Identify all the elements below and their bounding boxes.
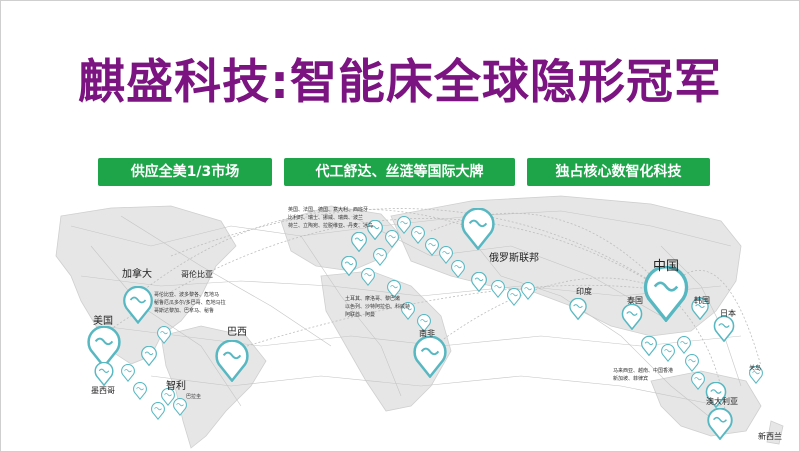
- slide-title: 麒盛科技:智能床全球隐形冠军: [78, 55, 722, 110]
- label-canada: 加拿大: [122, 269, 152, 280]
- label-russia: 俄罗斯联邦: [489, 253, 539, 264]
- label-china: 中国: [653, 259, 680, 274]
- asia-country-list: 马来西亚、越南、中国香港 新加坡、菲律宾: [613, 367, 673, 383]
- badge-core-tech: 独占核心数智化科技: [527, 158, 710, 186]
- label-korea: 韩国: [694, 296, 710, 305]
- asia-shape: [390, 195, 742, 337]
- europe-list-line: 荷兰、立陶宛、拉脱维亚、丹麦、冰岛: [288, 223, 374, 229]
- pin-russia-3: [491, 280, 505, 298]
- label-south-africa: 南非: [419, 329, 435, 338]
- middle-east-list-line: 土耳其、摩洛哥、黎巴嫩: [345, 296, 401, 302]
- americas-list-line: 秘鲁厄瓜多尔/多巴哥、危地马拉: [154, 300, 226, 306]
- pin-mexico: [94, 362, 114, 386]
- label-japan: 日本: [720, 309, 736, 318]
- pin-russia-4: [507, 288, 521, 306]
- pin-asia-2: [661, 344, 675, 362]
- middle-east-list-line: 阿联酋、阿曼: [345, 312, 376, 318]
- middle-east-list-line: 以色列、沙特阿拉伯、科威特: [345, 304, 411, 310]
- americas-list-line: 哥斯达黎加、巴拿马、秘鲁: [154, 308, 215, 314]
- pin-chile-3: [151, 402, 165, 420]
- world-map: [55, 195, 784, 449]
- label-colombia: 哥伦比亚: [181, 270, 213, 279]
- americas-list-line: 哥伦比亚、波多黎各、危地马: [154, 292, 220, 298]
- pin-asia-3: [677, 336, 691, 354]
- pin-europe-9: [373, 248, 387, 266]
- australia-shape: [650, 370, 762, 437]
- peru-label: 巴拉圭: [186, 393, 201, 401]
- pin-americas-1: [121, 364, 135, 382]
- badge-us-market: 供应全美1/3市场: [98, 158, 272, 186]
- pin-japan: [713, 316, 735, 342]
- pin-india: [569, 298, 587, 320]
- europe-list-line: 比利时、瑞士、挪威、瑞典、波兰: [288, 215, 364, 221]
- pin-russia-5: [521, 282, 535, 300]
- label-india: 印度: [576, 287, 592, 296]
- label-new-zealand: 新西兰: [758, 432, 782, 441]
- pin-russia-2: [471, 272, 487, 292]
- pin-americas-4: [133, 382, 147, 400]
- pin-asia-1: [641, 336, 657, 356]
- label-thailand: 泰国: [627, 296, 643, 305]
- pin-asia-4: [685, 354, 699, 372]
- pin-usa: [87, 326, 121, 368]
- label-chile: 智利: [166, 381, 186, 392]
- peru-list-line: 巴拉圭: [186, 394, 202, 400]
- label-brazil: 巴西: [227, 327, 247, 338]
- new-zealand-shape: [766, 420, 784, 445]
- africa-shape: [320, 270, 452, 412]
- label-mexico: 墨西哥: [91, 386, 115, 395]
- europe-country-list: 英国、法国、德国、意大利、西班牙 比利时、瑞士、挪威、瑞典、波兰 荷兰、立陶宛、…: [288, 206, 373, 230]
- label-australia: 澳大利亚: [706, 397, 738, 406]
- asia-list-line: 马来西亚、越南、中国香港: [613, 368, 674, 374]
- asia-list-line: 新加坡、菲律宾: [613, 376, 649, 382]
- americas-country-list: 哥伦比亚、波多黎各、危地马 秘鲁厄瓜多尔/多巴哥、危地马拉 哥斯达黎加、巴拿马、…: [154, 291, 226, 315]
- label-guam: 关岛: [749, 365, 762, 372]
- badge-oem-brands: 代工舒达、丝涟等国际大牌: [284, 158, 515, 186]
- europe-list-line: 英国、法国、德国、意大利、西班牙: [288, 207, 369, 213]
- label-usa: 美国: [93, 316, 113, 327]
- middle-east-country-list: 土耳其、摩洛哥、黎巴嫩 以色列、沙特阿拉伯、科威特 阿联酋、阿曼: [345, 295, 410, 319]
- pin-americas-2: [141, 346, 157, 366]
